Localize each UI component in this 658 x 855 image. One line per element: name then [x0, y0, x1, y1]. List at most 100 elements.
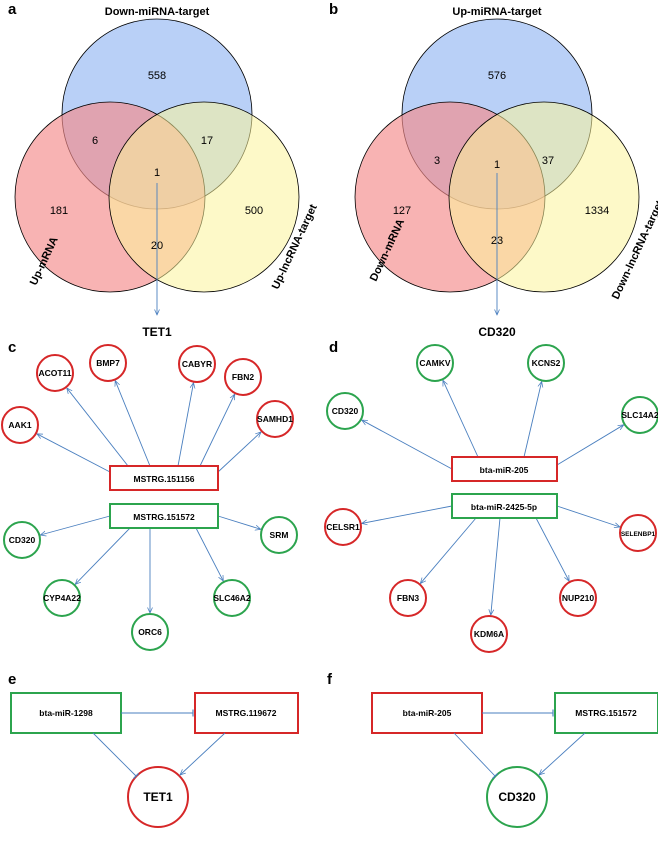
panel-letter-e: e [8, 671, 16, 688]
network-c-node-circle [43, 579, 81, 617]
network-d-edge-2 [491, 517, 501, 615]
network-d-node-label: SELENBP1 [621, 531, 656, 538]
network-d-edge-0 [362, 420, 453, 470]
axis-e-lncrna-box [194, 692, 299, 734]
venn-a-count-right: 500 [245, 205, 263, 217]
panel-f: f bta-miR-205 MSTRG.151572 CD320 [327, 671, 658, 828]
network-d-node-circle [470, 615, 508, 653]
venn-a-count-center: 1 [154, 167, 160, 179]
network-d-node-label: KDM6A [474, 629, 504, 639]
network-d-node-label: CD320 [332, 406, 359, 416]
axis-f-gene: CD320 [498, 790, 536, 804]
network-c-edge-1 [67, 388, 129, 467]
axis-f-lncrna-box [554, 692, 658, 734]
venn-a-count-top-left: 6 [92, 135, 98, 147]
axis-f-mirna: bta-miR-205 [403, 708, 452, 718]
network-d-edge-2 [523, 382, 542, 458]
venn-a-count-top-right: 17 [201, 135, 213, 147]
network-c-edge-0 [40, 515, 111, 535]
network-d-node-circle [527, 344, 565, 382]
network-d-edges [362, 380, 624, 615]
panel-letter-d: d [329, 339, 338, 356]
panel-letter-a: a [8, 1, 17, 18]
axis-e-mirna-to-gene [92, 732, 139, 779]
axis-e-mirna: bta-miR-1298 [39, 708, 93, 718]
venn-a-result-gene: TET1 [142, 325, 172, 339]
network-c-node-label: SAMHD1 [257, 414, 293, 424]
network-c-node-label: ORC6 [138, 627, 162, 637]
network-d-node-label: KCNS2 [532, 358, 561, 368]
network-d-node-label: SLC14A2 [621, 410, 658, 420]
network-c-hub-green: MSTRG.151572 [133, 512, 195, 522]
network-c-edge-4 [199, 394, 236, 467]
network-c-edge-2 [115, 381, 151, 467]
panel-letter-f: f [327, 671, 333, 688]
network-c-node-label: CYP4A22 [43, 593, 81, 603]
network-c-edge-0 [37, 434, 111, 473]
panel-letter-c: c [8, 339, 16, 356]
panel-c: c MSTRG.151156 MSTRG.151572 AAK1ACOT11BM… [1, 339, 298, 651]
axis-e-gene: TET1 [143, 790, 173, 804]
network-d-edge-3 [535, 517, 569, 581]
network-d-node-circle [559, 579, 597, 617]
venn-b-count-right: 1334 [585, 205, 609, 217]
network-c-node-circle [260, 516, 298, 554]
axis-e-lncrna-to-gene [180, 732, 226, 775]
network-d-edge-1 [420, 517, 477, 584]
network-d-edge-0 [362, 505, 453, 523]
panel-d: d bta-miR-205 bta-miR-2425-5p CD320 CAMKV… [324, 339, 658, 653]
network-c-node-circle [131, 613, 169, 651]
network-c-node-label: SRM [270, 530, 289, 540]
panel-letter-b: b [329, 1, 338, 18]
venn-b-count-left: 127 [393, 205, 411, 217]
network-d-edge-4 [556, 505, 620, 527]
network-c-edges [37, 381, 261, 613]
network-d-hub-red-box [451, 456, 558, 482]
axis-f-lncrna-to-gene [539, 732, 586, 775]
axis-e-lncrna: MSTRG.119672 [216, 708, 277, 718]
network-d-node-circle [621, 396, 658, 434]
network-c-node-circle [3, 521, 41, 559]
network-c-node-label: FBN2 [232, 372, 254, 382]
network-d-node-circle [389, 579, 427, 617]
network-d-node-circle [324, 508, 362, 546]
venn-b-result-gene: CD320 [478, 325, 516, 339]
axis-f-mirna-box [371, 692, 483, 734]
network-c-node-label: SLC46A2 [213, 593, 251, 603]
network-d-hub-green: bta-miR-2425-5p [471, 502, 537, 512]
venn-a-count-left: 181 [50, 205, 68, 217]
venn-a-top-set-title: Down-miRNA-target [105, 6, 210, 18]
network-c-node-circle [213, 579, 251, 617]
venn-b-count-top-right: 37 [542, 155, 554, 167]
network-d-node-circle [416, 344, 454, 382]
network-c-edge-4 [217, 515, 261, 529]
network-c-hub-red-box [109, 465, 219, 491]
panel-e: e bta-miR-1298 MSTRG.119672 TET1 [8, 671, 299, 828]
venn-b-right-circle [448, 101, 640, 293]
network-c-node-label: CD320 [9, 535, 36, 545]
network-d-node-label: NUP210 [562, 593, 594, 603]
axis-f-gene-circle [486, 766, 548, 828]
venn-a-right-circle [108, 101, 300, 293]
network-c-node-label: BMP7 [96, 358, 120, 368]
network-d-node-label: CAMKV [419, 358, 450, 368]
venn-b-count-top-left: 3 [434, 155, 440, 167]
axis-f-mirna-to-gene [453, 732, 499, 779]
venn-b-count-center: 1 [494, 159, 500, 171]
panel-b: b Up-miRNA-target Down-mRNA Down-lncRNA-… [329, 1, 658, 339]
network-c-edge-3 [195, 527, 223, 581]
network-c-node-label: ACOT11 [38, 368, 71, 378]
network-d-node-circle [326, 392, 364, 430]
network-d-edge-1 [442, 380, 479, 458]
network-c-node-circle [36, 354, 74, 392]
network-d-node-label: FBN3 [397, 593, 419, 603]
network-c-edge-5 [217, 432, 261, 473]
axis-e-mirna-box [10, 692, 122, 734]
network-c-node-circle [256, 400, 294, 438]
venn-b-top-set-title: Up-miRNA-target [452, 6, 542, 18]
network-d-hub-red: bta-miR-205 [480, 465, 529, 475]
network-d-edge-3 [556, 425, 624, 466]
network-d-node-circle [619, 514, 657, 552]
